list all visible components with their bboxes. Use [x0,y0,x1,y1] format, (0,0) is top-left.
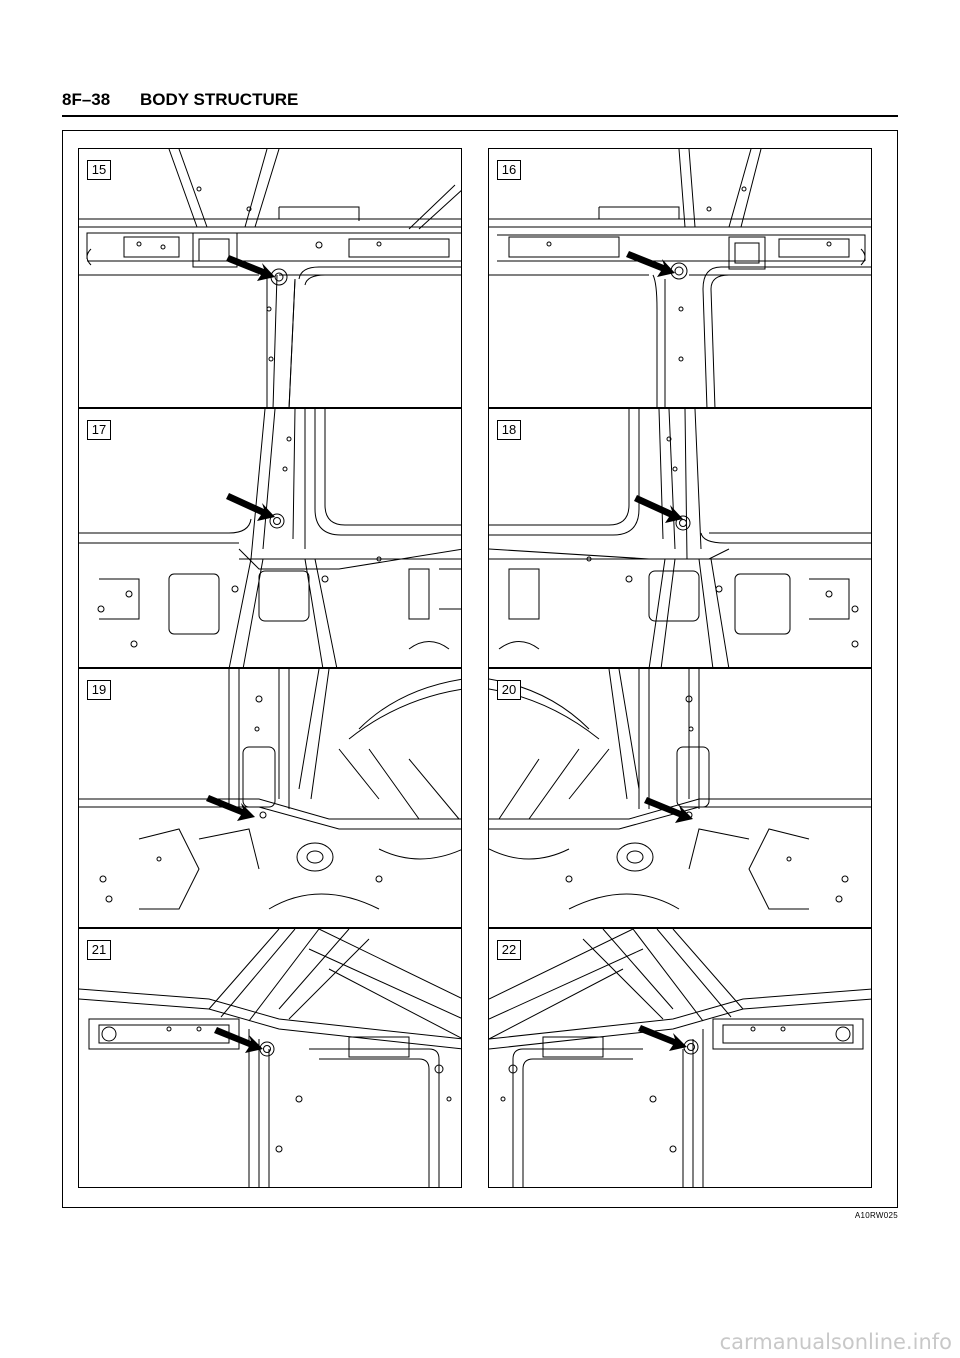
figure-panel-18: 18 [488,408,872,668]
panel-number-21: 21 [87,940,111,960]
figure-panel-16: 16 [488,148,872,408]
panel-number-19: 19 [87,680,111,700]
drawing-b-pillar-left [79,409,461,667]
figure-panel-17: 17 [78,408,462,668]
figure-panel-20: 20 [488,668,872,928]
panel-number-17: 17 [87,420,111,440]
arrow-pointer-icon [626,251,675,277]
arrow-pointer-icon [226,255,275,281]
figure-frame [62,130,898,1208]
figure-panel-21: 21 [78,928,462,1188]
arrow-pointer-icon [638,1025,687,1051]
drawing-floor-side-left [79,669,461,910]
arrow-pointer-icon [644,797,693,823]
arrow-pointer-icon [634,495,683,523]
page-number: 8F–38 [62,90,111,109]
arrow-pointer-icon [214,1027,263,1053]
drawing-roof-center-right [489,149,871,407]
drawing-roof-rear-right [489,929,871,1187]
panel-number-20: 20 [497,680,521,700]
drawing-floor-side-right [489,669,871,910]
section-title: BODY STRUCTURE [140,90,299,109]
arrow-pointer-icon [226,493,275,521]
drawing-roof-rear-left [79,929,461,1187]
footer-watermark[interactable]: carmanualsonline.info [719,1330,952,1354]
drawing-b-pillar-right [489,409,871,667]
figure-panel-22: 22 [488,928,872,1188]
panel-number-18: 18 [497,420,521,440]
panel-number-15: 15 [87,160,111,180]
figure-code: A10RW025 [854,1211,898,1220]
figure-panel-19: 19 [78,668,462,928]
header-rule [62,115,898,117]
arrow-pointer-icon [206,795,255,821]
panel-number-16: 16 [497,160,521,180]
drawing-roof-center-left [79,149,461,407]
page-header: 8F–38 BODY STRUCTURE [62,88,898,118]
figure-panel-15: 15 [78,148,462,408]
panel-number-22: 22 [497,940,521,960]
